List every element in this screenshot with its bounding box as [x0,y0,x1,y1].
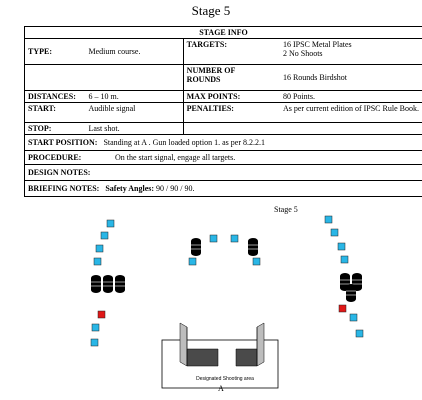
barrel-center-right [247,237,259,257]
metal-plate-target [93,257,102,266]
rounds-label-line2: ROUNDS [186,75,221,84]
procedure-value: On the start signal, engage all targets. [115,153,236,162]
rounds-label-line1: NUMBER OF [186,66,236,75]
barrel-group-right [339,272,363,303]
procedure-label: PROCEDURE: [28,153,82,162]
metal-plate-target [230,234,239,243]
metal-plate-target [100,231,109,240]
metal-plate-target [340,255,349,264]
metal-plate-target [106,219,115,228]
targets-metal-plates: 16 IPSC Metal Plates [282,40,352,49]
metal-plate-target [330,228,339,237]
safety-angles-value: 90 / 90 / 90. [156,184,195,193]
barrel-center-left [190,237,202,257]
briefing-notes-row: BRIEFING NOTES: Safety Angles: 90 / 90 /… [24,180,422,197]
metal-plate-target [337,242,346,251]
rounds-label: NUMBER OF ROUNDS [182,64,280,91]
metal-plate-target [91,323,100,332]
metal-plate-target [209,234,218,243]
no-shoot-target [97,310,106,319]
safety-angles-label: Safety Angles: [105,184,155,193]
no-shoot-target [338,304,347,313]
page-title: Stage 5 [191,3,231,18]
start-point-marker: A [218,384,224,393]
start-position-label: START POSITION: [28,138,98,147]
start-position-value: Standing at A . Gun loaded option 1. as … [103,138,265,147]
shooting-area-wall-right [235,322,265,367]
targets-no-shoots: 2 No Shoots [282,49,323,58]
metal-plate-target [355,329,364,338]
rounds-value: 16 Rounds Birdshot [279,64,422,91]
metal-plate-target [90,338,99,347]
targets-value: 16 IPSC Metal Plates 2 No Shoots [279,38,422,65]
shooting-area-wall-left [179,322,219,367]
metal-plate-target [349,313,358,322]
targets-label: TARGETS: [182,38,280,65]
metal-plate-target [95,244,104,253]
briefing-notes-label: BRIEFING NOTES: [28,184,100,193]
stage-info-table: STAGE INFO TYPE: Medium course. TARGETS:… [24,26,422,197]
barrel-group-left [90,274,126,294]
shooting-area-label: Designated Shooting area [196,376,254,382]
metal-plate-target [252,257,261,266]
metal-plate-target [188,257,197,266]
metal-plate-target [324,215,333,224]
diagram-stage-label: Stage 5 [274,205,298,214]
